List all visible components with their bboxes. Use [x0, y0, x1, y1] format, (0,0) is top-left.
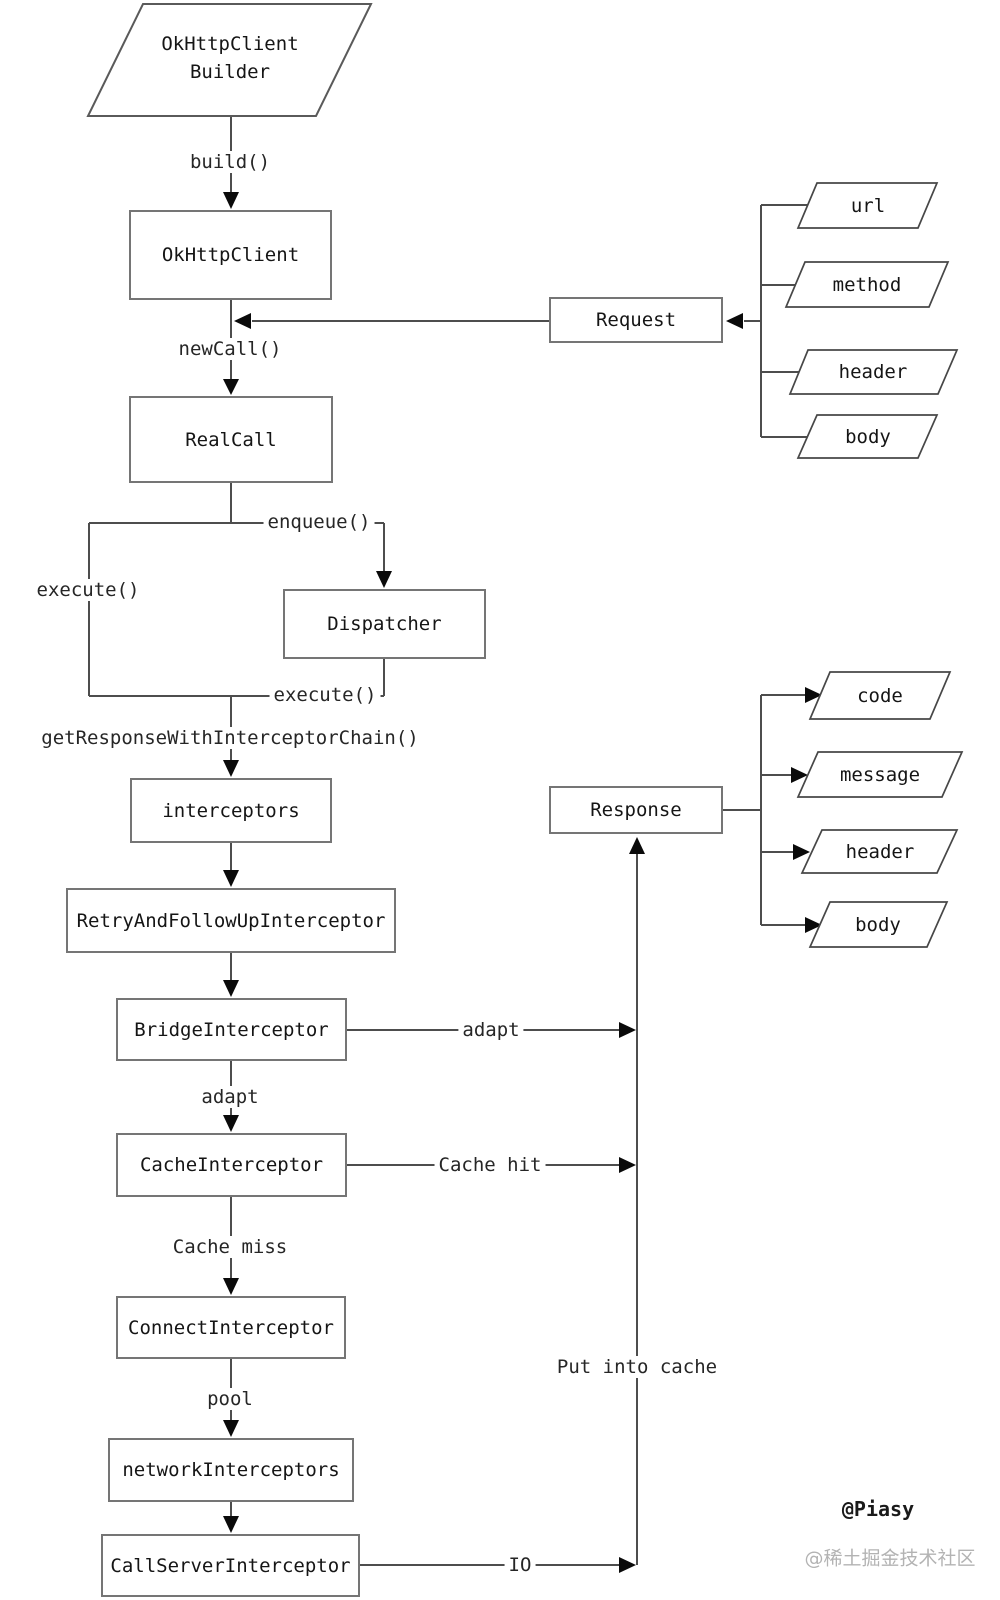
node-bridge-label: BridgeInterceptor [134, 1018, 329, 1041]
edge-label-cache-hit: Cache hit [434, 1154, 546, 1176]
arrowhead-build [223, 192, 239, 209]
request-field-method: method [832, 274, 902, 296]
edge-label-adapt-right: adapt [458, 1019, 524, 1041]
arrowhead-retry [223, 870, 239, 887]
node-callserverinterceptor: CallServerInterceptor [101, 1534, 360, 1597]
arrowhead-message [791, 767, 808, 783]
node-networkinterceptors: networkInterceptors [108, 1438, 354, 1502]
edge-label-getresponse: getResponseWithInterceptorChain() [37, 727, 423, 749]
node-connectinterceptor: ConnectInterceptor [116, 1296, 346, 1359]
edge-label-cache-miss: Cache miss [168, 1236, 292, 1258]
node-okhttpclient-label: OkHttpClient [161, 244, 300, 266]
node-network-label: networkInterceptors [122, 1459, 340, 1481]
request-field-body: body [845, 426, 891, 448]
arrowhead-interceptors [223, 760, 239, 777]
node-dispatcher: Dispatcher [283, 589, 486, 659]
node-request-label: Request [595, 309, 677, 331]
node-dispatcher-label: Dispatcher [327, 613, 442, 635]
arrowhead-cache [223, 1115, 239, 1132]
shape-resp-body [808, 901, 949, 948]
response-field-header: header [845, 841, 915, 863]
node-request: Request [549, 297, 723, 343]
shape-builder-parallelogram [86, 3, 373, 117]
arrowhead-bridge [223, 980, 239, 997]
node-okhttpclient-builder: OkHttpClient Builder [161, 30, 298, 86]
node-interceptors: interceptors [130, 778, 332, 843]
watermark-author: @Piasy [841, 1497, 915, 1521]
node-cacheinterceptor: CacheInterceptor [116, 1133, 347, 1197]
arrowhead-into-request [726, 313, 743, 329]
edge-label-io: IO [504, 1554, 536, 1576]
edge-label-put-into-cache: Put into cache [552, 1356, 722, 1378]
node-retry-label: RetryAndFollowUpInterceptor [76, 909, 386, 932]
shape-req-header [788, 349, 959, 395]
response-field-message: message [839, 764, 921, 786]
edge-label-newcall: newCall() [174, 338, 286, 360]
response-field-body: body [855, 914, 901, 936]
builder-label-line2: Builder [189, 61, 271, 83]
node-callserver-label: CallServerInterceptor [110, 1554, 351, 1577]
node-realcall-label: RealCall [185, 428, 277, 451]
arrowhead-enqueue [376, 571, 392, 588]
arrowhead-callserver [223, 1516, 239, 1533]
response-field-code: code [857, 685, 903, 707]
request-field-url: url [850, 195, 886, 217]
arrowhead-connect [223, 1278, 239, 1295]
edge-label-build: build() [185, 151, 275, 173]
builder-label-line1: OkHttpClient [161, 33, 299, 55]
node-retryandfollowupinterceptor: RetryAndFollowUpInterceptor [66, 888, 396, 953]
arrowhead-into-response [629, 837, 645, 854]
node-interceptors-label: interceptors [162, 799, 300, 822]
arrowhead-network [223, 1420, 239, 1437]
shape-url [796, 182, 939, 229]
node-realcall: RealCall [129, 396, 333, 483]
node-response: Response [549, 786, 723, 834]
arrowhead-cache-hit [619, 1157, 636, 1173]
shape-method [784, 261, 950, 308]
edge-label-adapt-down: adapt [197, 1086, 263, 1108]
arrowhead-resp-header [793, 844, 810, 860]
node-bridgeinterceptor: BridgeInterceptor [116, 998, 347, 1061]
arrowhead-adapt-right [619, 1022, 636, 1038]
shape-code [808, 671, 952, 720]
arrowhead-newcall [223, 379, 239, 395]
shape-req-body [796, 414, 939, 459]
shape-message [796, 751, 964, 798]
node-cache-label: CacheInterceptor [139, 1154, 324, 1176]
arrowhead-io [619, 1557, 636, 1573]
arrowhead-code [805, 687, 822, 703]
watermark-community: @稀土掘金技术社区 [804, 1547, 976, 1570]
node-response-label: Response [590, 799, 682, 821]
shape-resp-header [800, 829, 959, 874]
node-connect-label: ConnectInterceptor [128, 1316, 334, 1339]
request-field-header: header [838, 361, 908, 383]
arrowhead-into-chain [234, 313, 251, 329]
arrowhead-resp-body [805, 917, 822, 933]
edge-label-pool: pool [203, 1388, 257, 1410]
node-okhttpclient: OkHttpClient [129, 210, 332, 300]
edge-label-execute-bottom: execute() [269, 684, 381, 706]
edge-label-enqueue: enqueue() [263, 511, 375, 533]
edge-label-execute-left: execute() [32, 579, 144, 601]
